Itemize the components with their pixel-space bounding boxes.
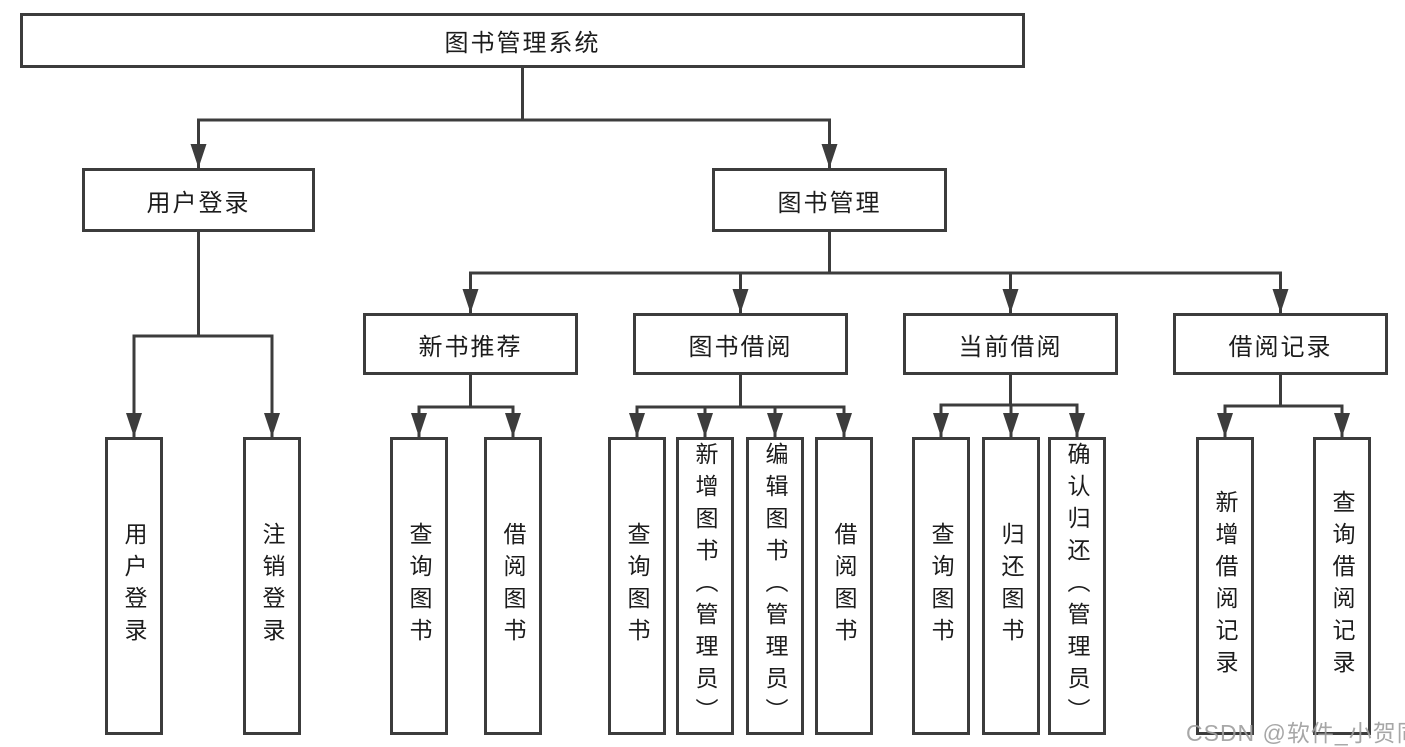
leaf-return-books-label: 归还图书: [998, 522, 1024, 650]
connector-user-login-branch: [126, 232, 280, 437]
connector-root-to-level2: [190, 68, 838, 168]
csdn-watermark: CSDN @软件_小贺同学: [1186, 720, 1405, 746]
node-current-borrow-label: 当前借阅: [958, 333, 1063, 361]
leaf-add-borrow-record: 新增借阅记录: [1196, 437, 1254, 735]
node-borrow-records: 借阅记录: [1173, 313, 1388, 375]
leaf-query-borrow-record: 查询借阅记录: [1313, 437, 1371, 735]
leaf-confirm-return-admin-label: 确认归还（管理员）: [1064, 442, 1090, 730]
leaf-current-query-books: 查询图书: [912, 437, 970, 735]
leaf-user-login-label: 用户登录: [121, 522, 147, 650]
connector-new-books-group: [411, 375, 521, 437]
node-user-login-label: 用户登录: [146, 189, 251, 217]
node-book-management-label: 图书管理: [777, 189, 882, 217]
node-root-system: 图书管理系统: [20, 13, 1025, 68]
connector-borrow-group: [629, 375, 852, 437]
node-current-borrow: 当前借阅: [903, 313, 1118, 375]
node-book-borrow-label: 图书借阅: [688, 333, 793, 361]
leaf-recommend-borrow-books-label: 借阅图书: [500, 522, 526, 650]
leaf-add-borrow-record-label: 新增借阅记录: [1212, 490, 1238, 682]
leaf-borrow-query-books: 查询图书: [608, 437, 666, 735]
leaf-add-books-admin-label: 新增图书（管理员）: [692, 442, 718, 730]
node-new-book-recommend-label: 新书推荐: [418, 333, 523, 361]
leaf-return-books: 归还图书: [982, 437, 1040, 735]
node-new-book-recommend: 新书推荐: [363, 313, 578, 375]
leaf-confirm-return-admin: 确认归还（管理员）: [1048, 437, 1106, 735]
node-book-management: 图书管理: [712, 168, 947, 232]
node-book-borrow: 图书借阅: [633, 313, 848, 375]
leaf-recommend-query-books-label: 查询图书: [406, 522, 432, 650]
leaf-borrow-books: 借阅图书: [815, 437, 873, 735]
connector-records-group: [1217, 375, 1350, 437]
leaf-user-login: 用户登录: [105, 437, 163, 735]
leaf-edit-books-admin-label: 编辑图书（管理员）: [762, 442, 788, 730]
node-user-login: 用户登录: [82, 168, 315, 232]
leaf-recommend-query-books: 查询图书: [390, 437, 448, 735]
leaf-query-borrow-record-label: 查询借阅记录: [1329, 490, 1355, 682]
leaf-borrow-query-books-label: 查询图书: [624, 522, 650, 650]
leaf-logout: 注销登录: [243, 437, 301, 735]
node-borrow-records-label: 借阅记录: [1228, 333, 1333, 361]
connector-current-group: [933, 375, 1085, 437]
leaf-add-books-admin: 新增图书（管理员）: [676, 437, 734, 735]
leaf-current-query-books-label: 查询图书: [928, 522, 954, 650]
leaf-borrow-books-label: 借阅图书: [831, 522, 857, 650]
leaf-edit-books-admin: 编辑图书（管理员）: [746, 437, 804, 735]
node-root-label: 图书管理系统: [444, 30, 601, 57]
connector-book-mgmt-branch: [462, 232, 1289, 313]
leaf-recommend-borrow-books: 借阅图书: [484, 437, 542, 735]
leaf-logout-label: 注销登录: [259, 522, 285, 650]
